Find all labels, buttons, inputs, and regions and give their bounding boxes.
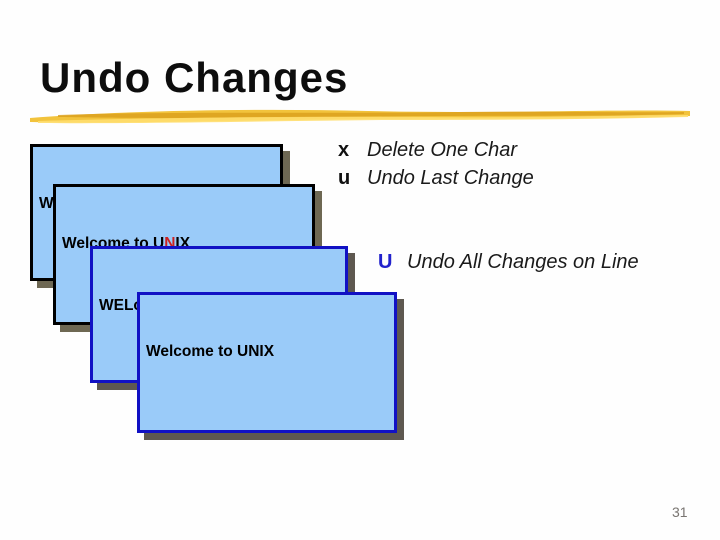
slide-title: Undo Changes (40, 54, 349, 101)
command-undo-last-change: u Undo Last Change (338, 167, 534, 195)
command-key: x (338, 139, 350, 161)
command-legend: x Delete One Char u Undo Last Change (338, 139, 534, 195)
command-key: u (338, 167, 351, 189)
command-description: Undo Last Change (367, 167, 534, 189)
terminal-window-4: Welcome to UNIX This is an example of a … (137, 292, 397, 433)
command-delete-one-char: x Delete One Char (338, 139, 534, 167)
command-description: Delete One Char (367, 139, 518, 161)
terminal-line (146, 407, 388, 429)
command-key: U (378, 251, 393, 273)
command-undo-all-changes: U Undo All Changes on Line (378, 251, 639, 279)
brush-stroke-decoration (30, 109, 690, 124)
command-description: Undo All Changes on Line (407, 251, 639, 273)
terminal-line: Welcome to UNIX (146, 343, 275, 360)
red-highlight-char: N (164, 235, 176, 252)
page-number: 31 (672, 504, 688, 520)
